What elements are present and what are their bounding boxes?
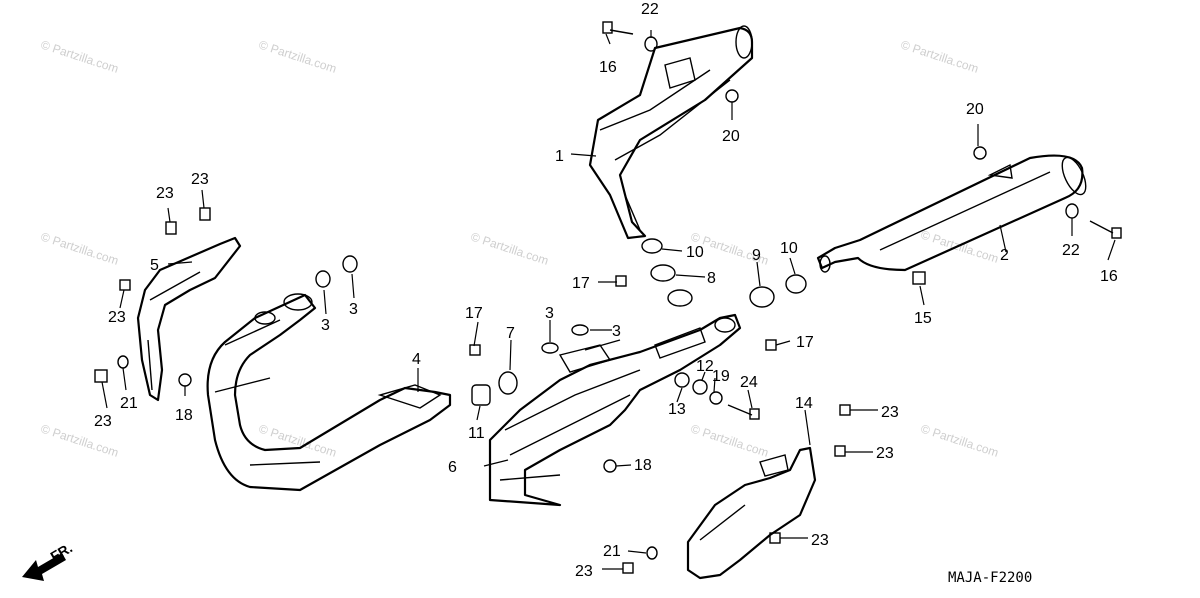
callout-7: 7 — [506, 325, 515, 342]
part-2-right-muffler — [816, 154, 1087, 273]
callout-13: 13 — [668, 401, 686, 418]
callout-16: 16 — [599, 59, 617, 76]
callout-20: 20 — [966, 101, 984, 118]
callout-20: 20 — [722, 128, 740, 145]
callout-18: 18 — [634, 457, 652, 474]
callout-3: 3 — [612, 323, 621, 340]
callout-10: 10 — [686, 244, 704, 261]
callout-5: 5 — [150, 257, 159, 274]
leader-lines — [101, 30, 1116, 570]
watermark: © Partzilla.com — [919, 422, 1000, 460]
callouts: 1 2 3 3 3 3 4 5 6 7 8 9 10 10 11 12 13 1… — [94, 1, 1118, 580]
callout-11: 11 — [468, 425, 485, 442]
callout-10: 10 — [780, 240, 798, 257]
callout-19: 19 — [712, 368, 730, 385]
callout-22: 22 — [1062, 242, 1080, 259]
callout-23: 23 — [191, 171, 209, 188]
callout-4: 4 — [412, 351, 421, 368]
callout-24: 24 — [740, 374, 758, 391]
callout-14: 14 — [795, 395, 813, 412]
callout-17: 17 — [796, 334, 814, 351]
callout-23: 23 — [108, 309, 126, 326]
watermark: © Partzilla.com — [899, 38, 980, 76]
part-5-heat-shield — [136, 236, 242, 402]
watermark: © Partzilla.com — [257, 38, 338, 76]
part-14-lower-joint — [686, 446, 817, 580]
callout-8: 8 — [707, 270, 716, 287]
fasteners — [94, 21, 1122, 574]
callout-6: 6 — [448, 459, 457, 476]
callout-1: 1 — [555, 148, 564, 165]
callout-17: 17 — [572, 275, 590, 292]
watermark: © Partzilla.com — [39, 230, 120, 268]
callout-2: 2 — [1000, 247, 1009, 264]
callout-18: 18 — [175, 407, 193, 424]
callout-21: 21 — [120, 395, 138, 412]
callout-15: 15 — [914, 310, 932, 327]
callout-3: 3 — [545, 305, 554, 322]
watermark: © Partzilla.com — [689, 422, 770, 460]
callout-23: 23 — [881, 404, 899, 421]
fr-arrow-icon: FR. — [22, 539, 75, 581]
callout-23: 23 — [811, 532, 829, 549]
part-4-left-exhaust-pipe — [206, 293, 452, 492]
callout-3: 3 — [321, 317, 330, 334]
callout-23: 23 — [156, 185, 174, 202]
watermark: © Partzilla.com — [257, 422, 338, 460]
watermark-layer: © Partzilla.com © Partzilla.com © Partzi… — [39, 38, 1000, 460]
watermark: © Partzilla.com — [469, 230, 550, 268]
callout-23: 23 — [876, 445, 894, 462]
watermark: © Partzilla.com — [39, 38, 120, 76]
callout-17: 17 — [465, 305, 483, 322]
part-6-exhaust-manifold — [488, 289, 742, 507]
callout-12: 12 — [696, 358, 714, 375]
callout-23: 23 — [575, 563, 593, 580]
callout-23: 23 — [94, 413, 112, 430]
callout-16: 16 — [1100, 268, 1118, 285]
callout-22: 22 — [641, 1, 659, 18]
callout-3: 3 — [349, 301, 358, 318]
part-1-upper-muffler — [588, 25, 754, 240]
callout-9: 9 — [752, 247, 761, 264]
callout-21: 21 — [603, 543, 621, 560]
diagram-code: MAJA-F2200 — [948, 570, 1032, 586]
